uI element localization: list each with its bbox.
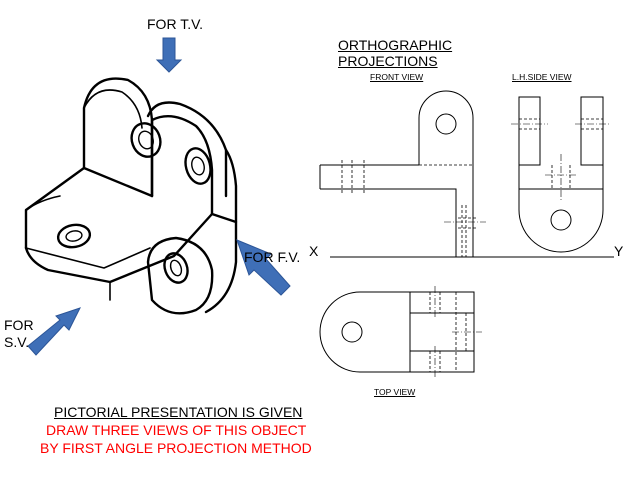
- top-view-drawing: [319, 286, 482, 378]
- for-sv-label-line2: S.V.: [4, 334, 30, 350]
- for-fv-label: FOR F.V.: [244, 249, 301, 265]
- hole-upright: [130, 122, 162, 158]
- instruction-line2: BY FIRST ANGLE PROJECTION METHOD: [40, 440, 312, 456]
- arrow-for-tv: [155, 37, 183, 73]
- x-mark: X: [309, 243, 319, 259]
- hole-right-plate: [184, 147, 212, 185]
- front-view-drawing: [319, 90, 486, 258]
- for-tv-label: FOR T.V.: [147, 16, 204, 32]
- pictorial-object: [24, 77, 238, 315]
- hole-base: [56, 223, 92, 249]
- for-sv-label-line1: FOR: [4, 317, 34, 333]
- ortho-title-line1: ORTHOGRAPHIC: [338, 37, 453, 53]
- y-mark: Y: [614, 243, 624, 259]
- lh-side-view-drawing: [511, 96, 610, 253]
- lh-side-view-label: L.H.SIDE VIEW: [512, 72, 572, 82]
- arrow-for-sv: [27, 307, 81, 356]
- arrow-for-fv: [236, 239, 291, 296]
- caption-title: PICTORIAL PRESENTATION IS GIVEN: [54, 404, 303, 420]
- front-view-label: FRONT VIEW: [370, 72, 424, 82]
- top-view-label: TOP VIEW: [374, 387, 416, 397]
- instruction-line1: DRAW THREE VIEWS OF THIS OBJECT: [46, 422, 307, 438]
- hole-lug: [163, 252, 189, 284]
- ortho-title-line2: PROJECTIONS: [338, 53, 438, 69]
